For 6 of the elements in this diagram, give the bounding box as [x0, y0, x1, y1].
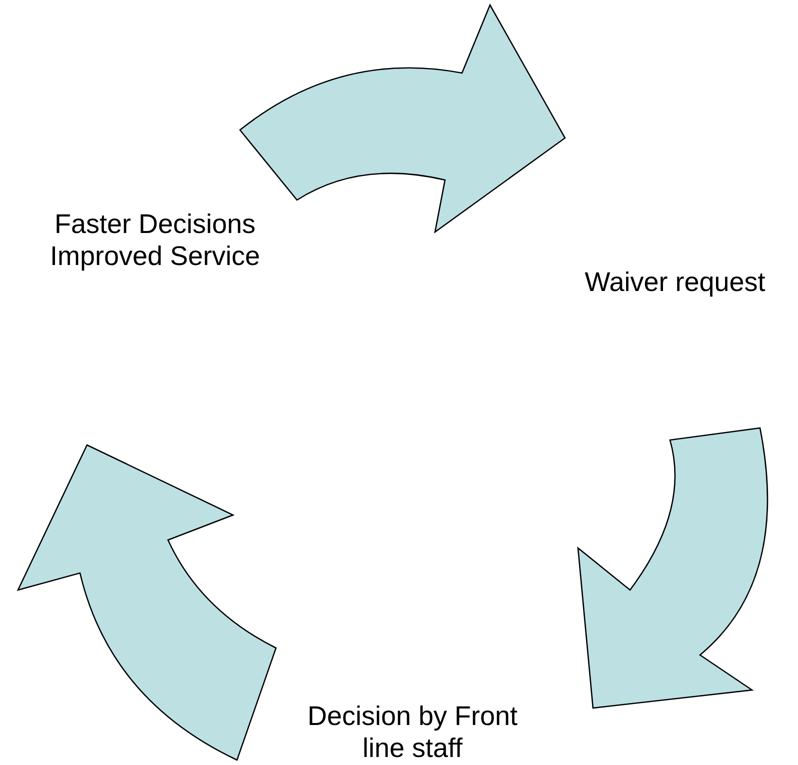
step-label: Waiver request: [555, 266, 795, 298]
curved-block-arrow: [577, 427, 768, 709]
step-label: Faster Decisions Improved Service: [30, 208, 280, 272]
step-label: Decision by Front line staff: [300, 700, 525, 764]
curved-block-arrow: [239, 4, 566, 233]
curved-block-arrow: [17, 444, 277, 761]
